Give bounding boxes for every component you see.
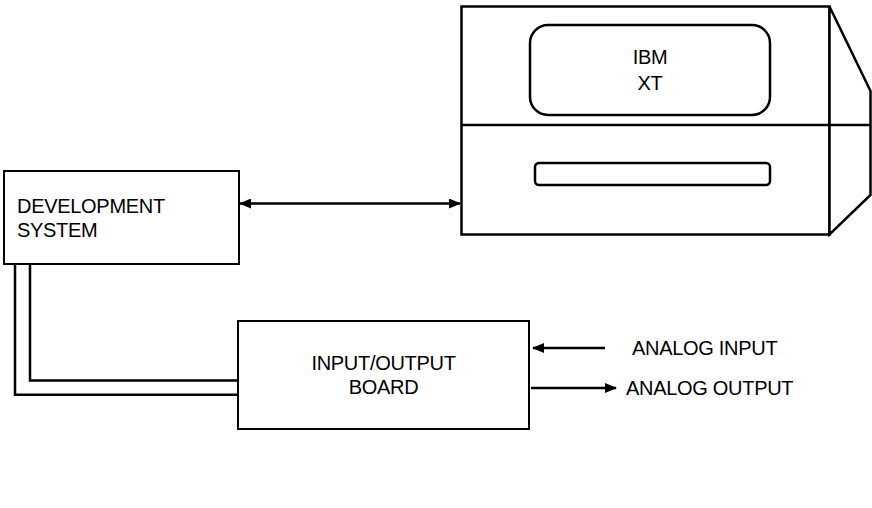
- node-label: IBM XT: [620, 44, 680, 96]
- node-label: INPUT/OUTPUT BOARD: [296, 351, 471, 399]
- connector-line: [240, 202, 460, 205]
- screen-area: IBM XT: [532, 27, 768, 113]
- computer-monitor: IBM XT: [460, 5, 872, 237]
- connector-line: [30, 265, 237, 381]
- connector: [15, 265, 237, 395]
- connector: [240, 203, 460, 204]
- analog-input-arrow: [533, 347, 605, 350]
- process-box: INPUT/OUTPUT BOARD: [237, 320, 530, 430]
- analog-output-arrow: [531, 387, 616, 390]
- connector-line: [15, 265, 237, 395]
- signal-label: ANALOG INPUT: [632, 336, 777, 360]
- signal-label: ANALOG OUTPUT: [626, 376, 793, 400]
- process-box: DEVELOPMENT SYSTEM: [3, 170, 240, 265]
- monitor-outline: [460, 5, 872, 237]
- node-label: DEVELOPMENT SYSTEM: [17, 194, 187, 242]
